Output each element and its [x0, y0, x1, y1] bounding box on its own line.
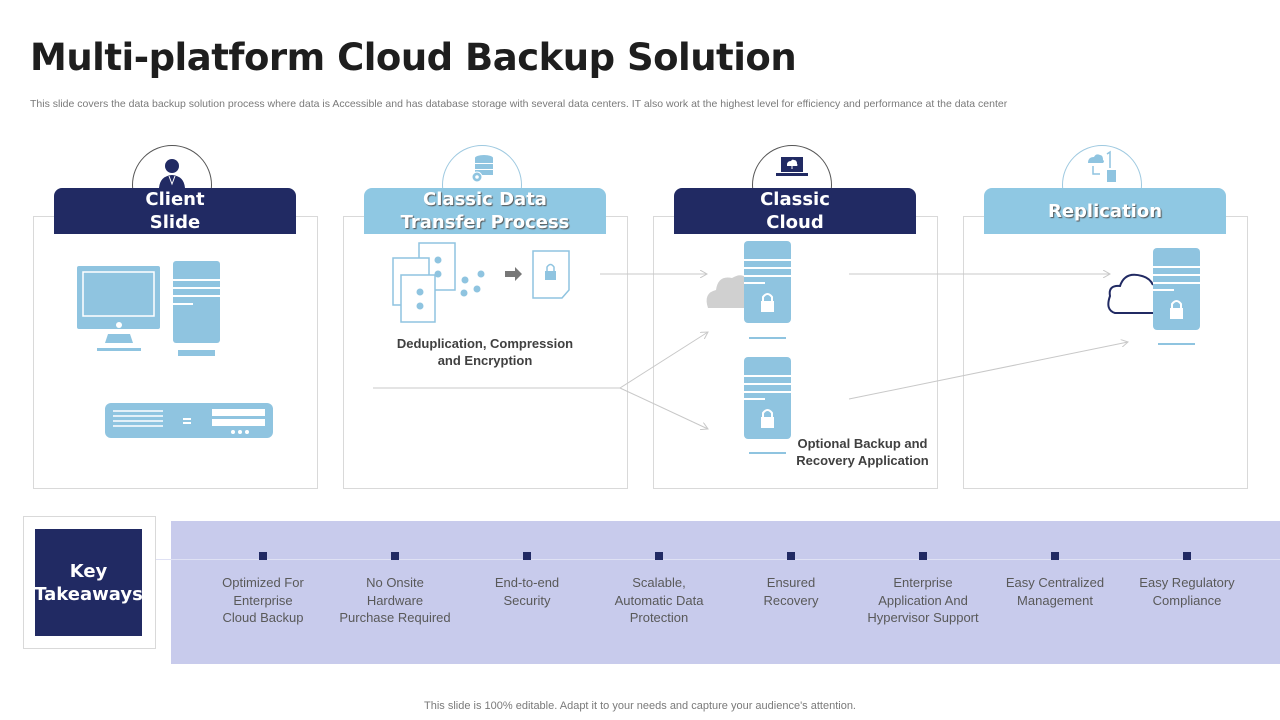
takeaway-text: End-to-end Security: [494, 575, 560, 608]
stage-cloud-header: Classic Cloud: [674, 188, 916, 234]
takeaway-item: Ensured Recovery: [725, 552, 857, 609]
takeaway-text: No Onsite Hardware Purchase Required: [339, 575, 451, 625]
takeaway-text: Enterprise Application And Hypervisor Su…: [867, 575, 979, 625]
slide-subtitle: This slide covers the data backup soluti…: [30, 98, 1008, 110]
takeaway-text: Easy Centralized Management: [1005, 575, 1105, 608]
cloud-icon: [706, 275, 750, 308]
stage-transfer-header: Classic Data Transfer Process: [364, 188, 606, 234]
user-icon: [159, 159, 185, 188]
bullet-square-icon: [787, 552, 795, 560]
data-dots: [416, 256, 485, 310]
server-rack-icon: [105, 403, 273, 438]
monitor-icon: [77, 266, 160, 351]
stage-client-header: Client Slide: [54, 188, 296, 234]
takeaway-item: Scalable, Automatic Data Protection: [593, 552, 725, 627]
takeaway-item: Enterprise Application And Hypervisor Su…: [857, 552, 989, 627]
laptop-cloud-icon: [776, 157, 808, 176]
bullet-square-icon: [1183, 552, 1191, 560]
stage-client-label: Client Slide: [145, 189, 205, 233]
slide-title: Multi-platform Cloud Backup Solution: [30, 36, 797, 79]
takeaways-line: [155, 559, 1280, 560]
takeaways-band: [171, 521, 1280, 664]
tower-pc-icon: [173, 261, 220, 356]
optional-backup-caption: Optional Backup and Recovery Application: [796, 436, 929, 468]
locked-file-icon: [532, 250, 570, 299]
bullet-square-icon: [391, 552, 399, 560]
takeaway-text: Ensured Recovery: [763, 575, 819, 608]
key-takeaways-label: Key Takeaways: [34, 529, 143, 636]
cloud-outline-icon: [1107, 273, 1154, 314]
secure-server-icon-top: [744, 241, 791, 339]
cloud-sync-icon: [1088, 150, 1116, 182]
takeaway-text: Scalable, Automatic Data Protection: [614, 575, 704, 625]
takeaway-item: No Onsite Hardware Purchase Required: [329, 552, 461, 627]
slide-footer: This slide is 100% editable. Adapt it to…: [424, 700, 856, 712]
takeaway-text: Easy Regulatory Compliance: [1139, 575, 1235, 608]
takeaway-item: Easy Regulatory Compliance: [1121, 552, 1253, 609]
bullet-square-icon: [919, 552, 927, 560]
documents-icon: [392, 242, 456, 323]
stage-transfer-label: Classic Data Transfer Process: [400, 189, 570, 233]
transfer-caption: Deduplication, Compression and Encryptio…: [396, 336, 574, 368]
bullet-square-icon: [655, 552, 663, 560]
bullet-square-icon: [523, 552, 531, 560]
stage-replication-header: Replication: [984, 188, 1226, 234]
replica-server-icon: [1153, 248, 1200, 345]
panel-cloud: [653, 216, 938, 489]
panel-transfer: [343, 216, 628, 489]
database-gear-icon: [471, 155, 493, 183]
bullet-square-icon: [259, 552, 267, 560]
takeaway-item: Optimized For Enterprise Cloud Backup: [197, 552, 329, 627]
stage-cloud-label: Classic Cloud: [760, 189, 830, 233]
takeaway-text: Optimized For Enterprise Cloud Backup: [222, 575, 304, 625]
flow-connectors: [373, 274, 1128, 429]
takeaway-item: Easy Centralized Management: [989, 552, 1121, 609]
bullet-square-icon: [1051, 552, 1059, 560]
takeaway-item: End-to-end Security: [461, 552, 593, 609]
arrow-right-icon: [505, 267, 522, 281]
panel-replication: [963, 216, 1248, 489]
stage-replication-label: Replication: [1047, 200, 1163, 222]
secure-server-icon-bottom: [744, 357, 791, 454]
